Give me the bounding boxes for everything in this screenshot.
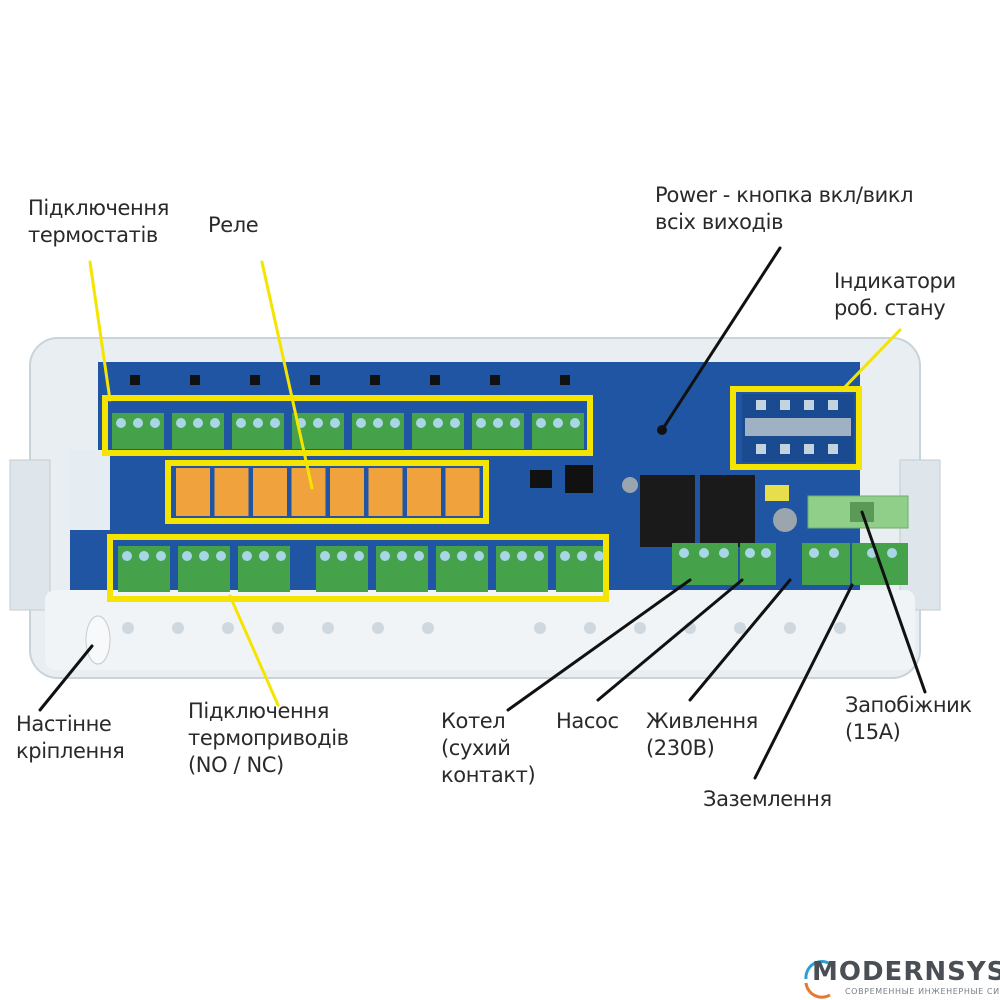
leader-wall-mount: [38, 644, 94, 712]
relay: [368, 468, 403, 516]
actuator-terminals: [118, 546, 608, 592]
label-indicators-line2: роб. стану: [834, 296, 946, 320]
indicator-panel: [742, 394, 854, 462]
leader-supply: [688, 578, 792, 702]
pump-terminal: [740, 543, 776, 585]
logo-ring-icon: [804, 960, 836, 999]
leader-thermostats: [88, 260, 112, 402]
actuator-terminal: [238, 546, 290, 592]
modernsys-logo: MODERNSYS СОВРЕМЕННЫЕ ИНЖЕНЕРНЫЕ СИСТЕМЫ: [800, 955, 1000, 1000]
label-boiler-line2: (сухий: [441, 736, 511, 760]
logo-word-rest: ODERNSYS: [838, 957, 1000, 987]
thermostat-terminal: [112, 413, 164, 449]
actuator-terminal: [376, 546, 428, 592]
label-actuators-line1: Підключення: [188, 699, 329, 723]
label-wall-mount-line1: Настінне: [16, 712, 112, 736]
label-fuse-line2: (15А): [845, 720, 901, 744]
relays: [176, 468, 480, 516]
boiler-terminal: [672, 543, 738, 585]
leader-actuators: [228, 594, 280, 707]
thermostat-terminal: [472, 413, 524, 449]
actuator-terminal: [178, 546, 230, 592]
wall-mount-hole: [85, 615, 111, 665]
leader-ground: [753, 583, 854, 780]
label-thermostats-line1: Підключення: [28, 196, 169, 220]
label-ground: Заземлення: [703, 786, 832, 813]
label-supply: Живлення (230В): [646, 708, 758, 762]
label-power-line2: всіх виходів: [655, 210, 784, 234]
supply-terminal: [802, 543, 850, 585]
relay: [253, 468, 287, 516]
leader-relays: [260, 260, 314, 490]
relay: [330, 468, 364, 516]
highlight-relays: [165, 460, 489, 524]
thermostat-terminals: [112, 413, 584, 449]
label-supply-line2: (230В): [646, 736, 715, 760]
logo-tagline: СОВРЕМЕННЫЕ ИНЖЕНЕРНЫЕ СИСТЕМЫ: [845, 987, 1000, 996]
highlight-indicators: [730, 386, 862, 470]
label-actuators: Підключення термоприводів (NO / NC): [188, 698, 349, 779]
label-supply-line1: Живлення: [646, 709, 758, 733]
thermostat-terminal: [352, 413, 404, 449]
label-thermostats-line2: термостатів: [28, 223, 158, 247]
leader-boiler: [506, 578, 692, 712]
leader-fuse: [860, 510, 927, 694]
label-fuse-line1: Запобіжник: [845, 693, 972, 717]
label-power: Power - кнопка вкл/викл всіх виходів: [655, 182, 914, 236]
label-relays-line1: Реле: [208, 213, 259, 237]
logo-initial: M: [812, 957, 839, 987]
highlight-boxes: [102, 386, 862, 602]
label-wall-mount: Настінне кріплення: [16, 711, 125, 765]
actuator-terminal: [436, 546, 488, 592]
thermostat-terminal: [532, 413, 584, 449]
label-boiler: Котел (сухий контакт): [441, 708, 536, 789]
relay: [176, 468, 210, 516]
fuse-holder: [807, 495, 909, 529]
label-fuse: Запобіжник (15А): [845, 692, 972, 746]
label-power-line1: Power - кнопка вкл/викл: [655, 183, 914, 207]
highlight-thermostats: [102, 395, 593, 456]
label-relays: Реле: [208, 212, 259, 239]
thermostat-terminal: [232, 413, 284, 449]
label-boiler-line3: контакт): [441, 763, 536, 787]
leader-indicators: [840, 328, 902, 392]
relay: [214, 468, 249, 516]
thermostat-terminal: [172, 413, 224, 449]
relay: [445, 468, 480, 516]
label-thermostats: Підключення термостатів: [28, 195, 169, 249]
label-actuators-line2: термоприводів: [188, 726, 349, 750]
actuator-terminal: [118, 546, 170, 592]
highlight-actuators: [107, 534, 609, 602]
actuator-terminal: [496, 546, 548, 592]
label-indicators-line1: Індикатори: [834, 269, 956, 293]
leader-pump: [596, 578, 744, 702]
label-wall-mount-line2: кріплення: [16, 739, 125, 763]
label-actuators-line3: (NO / NC): [188, 753, 284, 777]
actuator-terminal: [316, 546, 368, 592]
label-boiler-line1: Котел: [441, 709, 506, 733]
leader-lines: [38, 246, 927, 780]
label-indicators: Індикатори роб. стану: [834, 268, 956, 322]
label-ground-line1: Заземлення: [703, 787, 832, 811]
leader-power: [660, 246, 782, 432]
label-pump: Насос: [556, 708, 619, 735]
actuator-terminal: [556, 546, 608, 592]
thermostat-terminal: [412, 413, 464, 449]
relay: [407, 468, 441, 516]
label-pump-line1: Насос: [556, 709, 619, 733]
logo-word: MODERNSYS: [812, 957, 1000, 987]
